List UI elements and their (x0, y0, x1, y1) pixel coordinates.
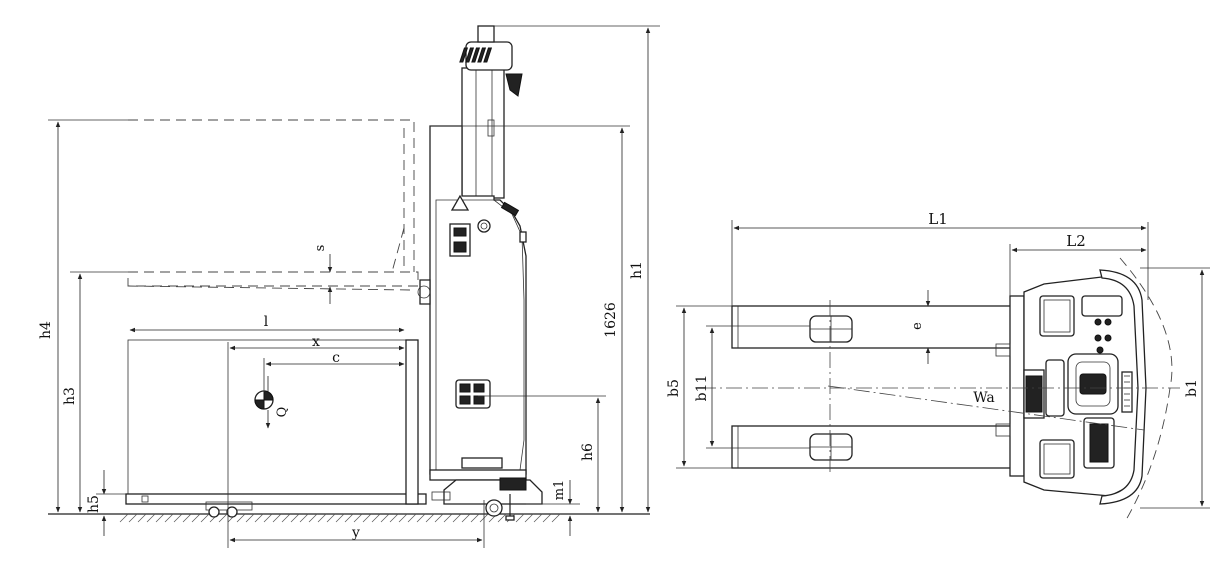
ground-hatch-mark (119, 513, 129, 523)
ground-hatch-mark (146, 513, 156, 523)
label-s: s (313, 245, 328, 252)
ground-line (48, 513, 650, 523)
ground-hatch-mark (389, 513, 399, 523)
ground-hatch-mark (128, 513, 138, 523)
ground-hatch-mark (371, 513, 381, 523)
ground-hatch-mark (353, 513, 363, 523)
label-x: x (312, 334, 320, 350)
label-L1: L1 (928, 210, 948, 228)
label-h5: h5 (86, 495, 102, 513)
label-L2: L2 (1066, 232, 1086, 250)
fork-carriage (1009, 295, 1025, 477)
ground-hatch-mark (425, 513, 435, 523)
ground-hatch-mark (407, 513, 417, 523)
label-m1: m1 (552, 480, 567, 501)
label-Wa: Wa (973, 390, 995, 406)
label-e: e (910, 322, 925, 330)
label-y: y (351, 525, 360, 541)
label-h4: h4 (38, 321, 54, 339)
load-wheels (205, 501, 253, 518)
ground-hatch-mark (335, 513, 345, 523)
ground-hatch-mark (497, 513, 507, 523)
ground-hatch-mark (317, 513, 327, 523)
ground-hatch-mark (542, 513, 552, 523)
ground-hatch-mark (515, 513, 525, 523)
ground-hatch-mark (182, 513, 192, 523)
top-chassis (1023, 269, 1147, 505)
ground-hatch-mark (272, 513, 282, 523)
ground-hatch-mark (380, 513, 390, 523)
side-view: h4 h3 h5 h1 1626 h6 m1 s l x c y Q (38, 25, 660, 548)
mast-head (459, 25, 523, 97)
ground-hatch-mark (155, 513, 165, 523)
raised-load-outline (127, 119, 419, 291)
lower-forks (125, 339, 427, 505)
top-fork-lower (731, 425, 1023, 469)
ground-hatch-mark (218, 513, 228, 523)
ground-hatch-mark (308, 513, 318, 523)
drive-unit (431, 477, 543, 521)
ground-hatch-mark (290, 513, 300, 523)
label-1626: 1626 (603, 302, 619, 338)
top-view: L1 L2 b5 b11 b1 e Wa (666, 210, 1210, 521)
label-l: l (264, 314, 269, 330)
ground-hatch-mark (236, 513, 246, 523)
ground-hatch-mark (416, 513, 426, 523)
top-fork-upper (731, 305, 1023, 349)
ground-hatch-mark (281, 513, 291, 523)
label-c: c (332, 350, 340, 366)
ground-hatch-mark (443, 513, 453, 523)
ground-hatch-mark (326, 513, 336, 523)
ground-hatch-mark (137, 513, 147, 523)
ground-hatch-mark (362, 513, 372, 523)
center-of-gravity-icon (254, 376, 274, 429)
ground-hatch-mark (470, 513, 480, 523)
ground-hatch-mark (398, 513, 408, 523)
ground-hatch-mark (254, 513, 264, 523)
ground-hatch-mark (200, 513, 210, 523)
ground-hatch-mark (191, 513, 201, 523)
ground-hatch-mark (434, 513, 444, 523)
ground-hatch-mark (173, 513, 183, 523)
ground-hatch-mark (263, 513, 273, 523)
ground-hatch-mark (533, 513, 543, 523)
ground-hatch-mark (452, 513, 462, 523)
ground-hatch-mark (524, 513, 534, 523)
truck-body (417, 125, 527, 481)
ground-hatch-mark (164, 513, 174, 523)
ground-hatch-mark (245, 513, 255, 523)
mast (461, 67, 505, 199)
label-h6: h6 (580, 443, 596, 461)
label-b11: b11 (694, 375, 710, 402)
label-b5: b5 (666, 379, 682, 397)
ground-hatch-mark (461, 513, 471, 523)
label-h1: h1 (629, 261, 645, 279)
label-Q: Q (275, 407, 290, 418)
ground-hatch-mark (551, 513, 561, 523)
ground-hatch-mark (299, 513, 309, 523)
ground-hatch-mark (344, 513, 354, 523)
label-b1: b1 (1184, 379, 1200, 397)
label-h3: h3 (62, 387, 78, 405)
